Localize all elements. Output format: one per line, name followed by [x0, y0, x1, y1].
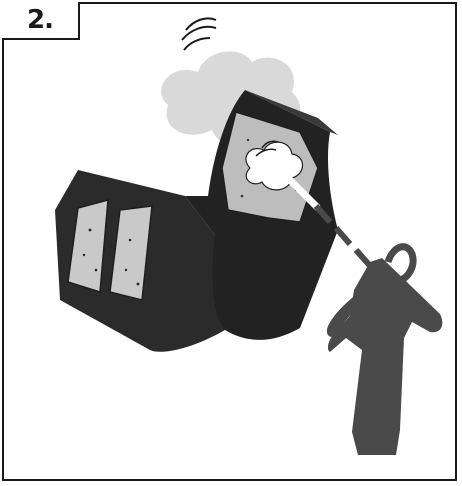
- air-gun-icon: [316, 206, 442, 455]
